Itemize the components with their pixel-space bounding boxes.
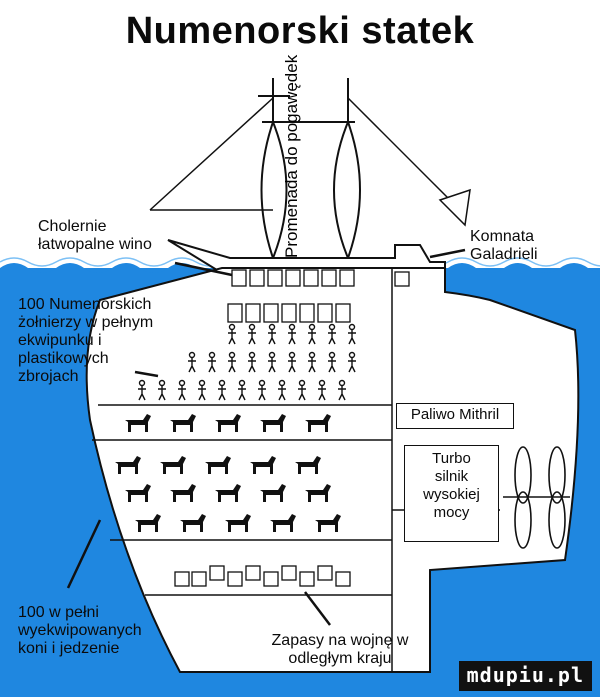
portholes — [227, 269, 410, 323]
promenade-label: Promenada do pogawędek — [282, 54, 301, 258]
horses-group — [115, 414, 341, 532]
watermark: mdupiu.pl — [458, 661, 592, 691]
supplies-label: Zapasy na wojnę w odległym kraju — [271, 632, 409, 667]
rigging-rear — [347, 97, 461, 211]
rigging-front — [149, 97, 274, 211]
flag — [438, 188, 471, 227]
mithril-fuel-box: Paliwo Mithril — [396, 403, 514, 429]
page-title: Numenorski statek — [125, 10, 475, 52]
soldiers-label: 100 Numenorskich żołnierzy w pełnym ekwi… — [18, 296, 154, 385]
soldiers-group — [138, 323, 356, 401]
rear-sail — [333, 119, 361, 261]
wine-label: Cholernie łatwopalne wino — [38, 218, 152, 253]
horses-label: 100 w pełni wyekwipowanych koni i jedzen… — [18, 604, 142, 657]
leader-lines — [66, 248, 466, 626]
engine-box: Turbo silnik wysokiej mocy — [404, 445, 499, 542]
supply-crates — [174, 565, 351, 587]
galadriel-label: Komnata Galadrieli — [470, 228, 538, 263]
engine-propellers — [503, 446, 570, 549]
mithril-fuel-label: Paliwo Mithril — [410, 406, 500, 423]
engine-label: Turbo silnik wysokiej mocy — [423, 450, 480, 521]
